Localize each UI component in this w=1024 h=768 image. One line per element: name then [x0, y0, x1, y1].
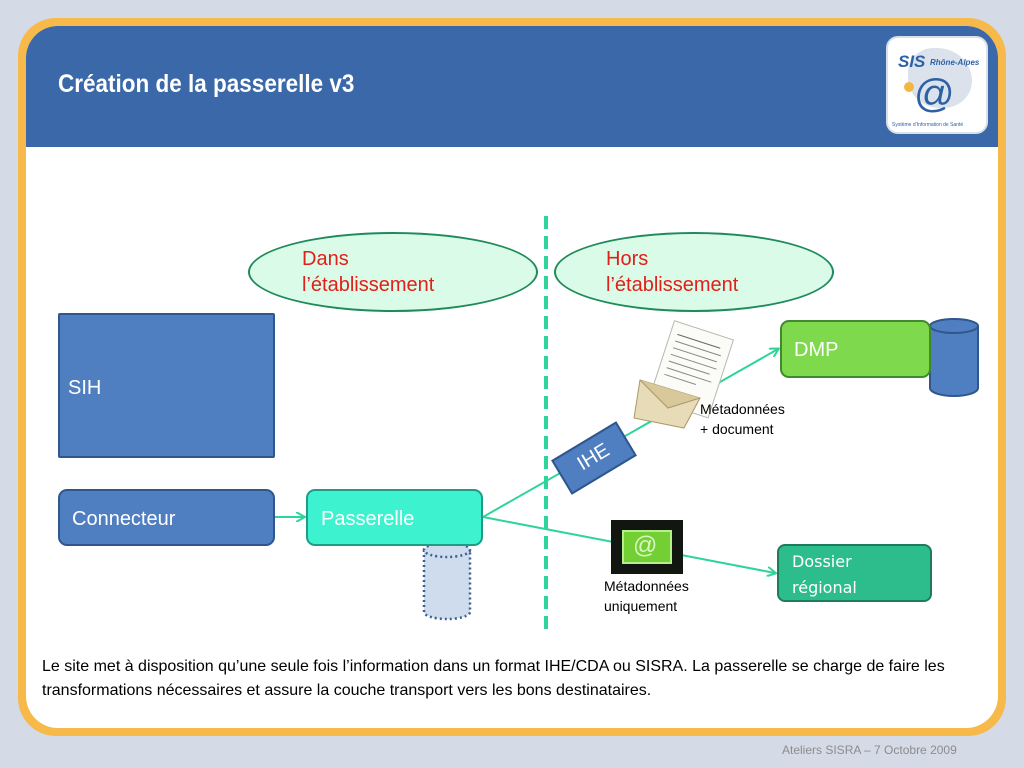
slide-body-text: Le site met à disposition qu’une seule f… — [42, 658, 945, 699]
zone-inside-oval — [248, 232, 538, 312]
arrow-passerelle-to-dmp — [482, 349, 778, 518]
metadata-only-line-2: uniquement — [604, 598, 678, 614]
zone-outside-oval — [554, 232, 834, 312]
logo-at-icon: @ — [914, 72, 955, 116]
slide-title: Création de la passerelle v3 — [58, 70, 355, 98]
metadata-only-annotation: Métadonnées uniquement — [604, 576, 689, 616]
sis-rhone-alpes-logo: SIS Rhône-Alpes @ Système d’Information … — [886, 36, 988, 134]
passerelle-box: Passerelle — [306, 489, 483, 546]
email-envelope-shape — [622, 530, 672, 564]
email-at-glyph: @ — [633, 532, 658, 559]
connecteur-box: Connecteur — [58, 489, 275, 546]
slide-footer: Ateliers SISRA – 7 Octobre 2009 — [782, 743, 957, 757]
document-envelope-icon — [633, 320, 735, 429]
sih-box: SIH — [58, 313, 275, 458]
logo-region: Rhône-Alpes — [930, 58, 980, 67]
zone-outside-line-1: Hors — [606, 248, 649, 270]
metadata-document-annotation: Métadonnées + document — [700, 399, 785, 439]
logo-name: SIS — [898, 52, 926, 71]
metadata-document-line-2: + document — [700, 421, 774, 437]
dossier-regional-line-1: Dossier — [792, 552, 852, 571]
zone-outside-label: Hors l’établissement — [606, 246, 738, 298]
dossier-regional-box: Dossier régional — [777, 544, 932, 602]
passerelle-database-icon — [422, 541, 472, 621]
dossier-regional-line-2: régional — [792, 578, 857, 597]
logo-dot — [904, 82, 914, 92]
zone-inside-line-1: Dans — [302, 248, 349, 270]
connecteur-label: Connecteur — [72, 508, 176, 530]
zone-inside-label: Dans l’établissement — [302, 246, 434, 298]
email-icon: @ — [611, 520, 683, 574]
dmp-box: DMP — [780, 320, 931, 378]
metadata-only-line-1: Métadonnées — [604, 578, 689, 594]
dmp-database-icon — [929, 318, 979, 397]
zone-outside-line-2: l’établissement — [606, 274, 739, 296]
dmp-label: DMP — [794, 339, 839, 361]
passerelle-label: Passerelle — [321, 508, 415, 530]
zone-inside-line-2: l’établissement — [302, 274, 435, 296]
logo-map-shape — [908, 48, 972, 108]
slide-header: Création de la passerelle v3 SIS Rhône-A… — [26, 26, 998, 147]
sih-label: SIH — [68, 377, 102, 399]
metadata-document-line-1: Métadonnées — [700, 401, 785, 417]
logo-tagline: Système d’Information de Santé — [892, 122, 964, 128]
